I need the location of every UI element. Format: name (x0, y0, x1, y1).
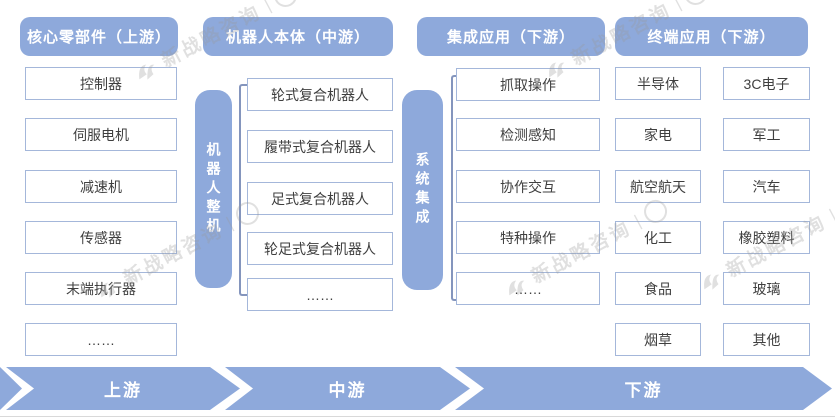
item-other: 其他 (723, 323, 810, 356)
item-reducer: 减速机 (25, 170, 177, 203)
item-military: 军工 (723, 118, 810, 151)
item-food: 食品 (615, 272, 701, 305)
item-chemical: 化工 (615, 221, 701, 254)
item-special-operation: 特种操作 (456, 221, 600, 254)
item-legged-composite-robot: 足式复合机器人 (247, 182, 393, 215)
item-ellipsis: …… (247, 278, 393, 311)
item-ellipsis: …… (456, 272, 600, 305)
item-collaborative-interaction: 协作交互 (456, 170, 600, 203)
item-ellipsis: …… (25, 323, 177, 356)
header-integrated-application-downstream: 集成应用（下游） (417, 17, 605, 56)
watermark-ring-icon (680, 0, 712, 9)
item-aerospace: 航空航天 (615, 170, 701, 203)
watermark-divider: | (825, 205, 835, 224)
side-bar-system-integration: 系统集成 (402, 90, 443, 290)
flow-arrow-label: 上游 (104, 381, 142, 400)
flow-arrow-upstream: 上游 (6, 367, 240, 410)
header-robot-body-midstream: 机器人本体（中游） (203, 17, 393, 56)
flow-arrow-midstream: 中游 (225, 367, 470, 410)
header-terminal-application-downstream: 终端应用（下游） (615, 17, 808, 56)
flow-arrow-downstream: 下游 (455, 367, 832, 410)
item-automobile: 汽车 (723, 170, 810, 203)
item-end-effector: 末端执行器 (25, 272, 177, 305)
item-home-appliance: 家电 (615, 118, 701, 151)
item-rubber-plastic: 橡胶塑料 (723, 221, 810, 254)
item-tracked-composite-robot: 履带式复合机器人 (247, 130, 393, 163)
side-bar-robot-complete-machine: 机器人整机 (195, 90, 232, 288)
bottom-divider-line (0, 416, 835, 417)
item-servo-motor: 伺服电机 (25, 118, 177, 151)
flow-arrow-label: 下游 (624, 381, 663, 400)
item-grasping-operation: 抓取操作 (456, 68, 600, 101)
item-detection-perception: 检测感知 (456, 118, 600, 151)
watermark-ring-icon (270, 0, 302, 11)
item-semiconductor: 半导体 (615, 67, 701, 100)
item-controller: 控制器 (25, 67, 177, 100)
watermark-divider: | (260, 0, 274, 14)
item-wheel-legged-composite-robot: 轮足式复合机器人 (247, 232, 393, 265)
header-core-components-upstream: 核心零部件（上游） (20, 17, 178, 56)
item-tobacco: 烟草 (615, 323, 701, 356)
watermark-divider: | (670, 0, 684, 12)
bracket-integration (451, 75, 457, 301)
item-sensor: 传感器 (25, 221, 177, 254)
bracket-robot-body (239, 84, 247, 296)
item-3c-electronics: 3C电子 (723, 67, 810, 100)
item-wheeled-composite-robot: 轮式复合机器人 (247, 78, 393, 111)
item-glass: 玻璃 (723, 272, 810, 305)
flow-arrow-label: 中游 (328, 381, 367, 400)
